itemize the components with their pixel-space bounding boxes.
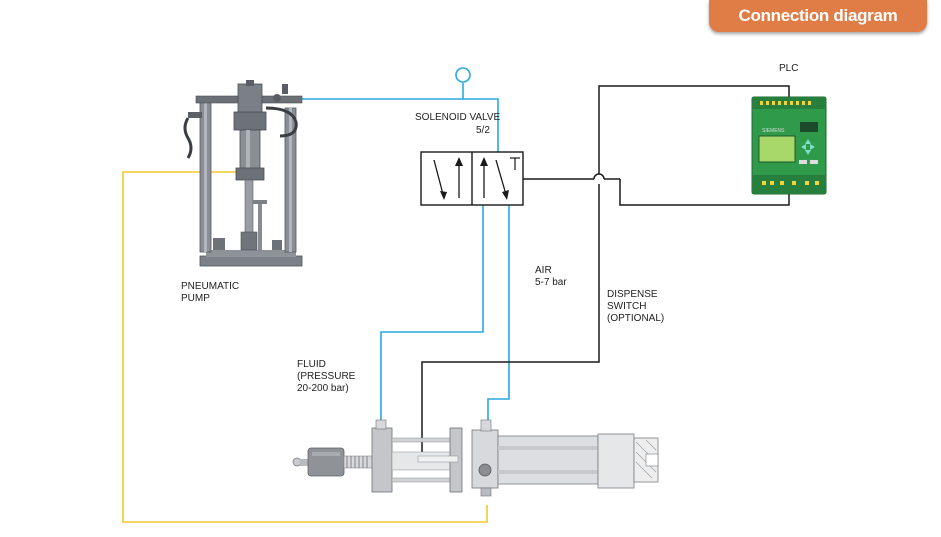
dispensing-cylinder-image <box>292 419 659 497</box>
plc-brand: SIEMENS <box>762 128 785 134</box>
pneumatic-pump-label-line2: PUMP <box>181 293 210 304</box>
solenoid-valve-type: 5/2 <box>476 125 490 136</box>
air-supply-lines <box>275 67 510 420</box>
dispense-switch-optional-label: (OPTIONAL) <box>607 313 664 324</box>
solenoid-valve-symbol <box>420 151 524 206</box>
plc-label: PLC <box>779 63 798 74</box>
pneumatic-pump-label: PNEUMATIC <box>181 281 239 292</box>
fluid-label: FLUID <box>297 359 326 370</box>
connection-diagram-tab: Connection diagram <box>709 0 927 32</box>
fluid-line <box>122 171 488 523</box>
pneumatic-pump-image <box>183 80 303 267</box>
air-label: AIR <box>535 265 552 276</box>
solenoid-valve-label: SOLENOID VALVE <box>415 112 501 123</box>
signal-lines <box>421 85 790 460</box>
dispense-switch-label: DISPENSE <box>607 289 658 300</box>
fluid-pressure-label: (PRESSURE <box>297 371 356 382</box>
fluid-pressure-range-label: 20-200 bar) <box>297 383 349 394</box>
plc-module-image: SIEMENS <box>751 96 827 195</box>
dispense-switch-label-line2: SWITCH <box>607 301 646 312</box>
air-pressure-label: 5-7 bar <box>535 277 567 288</box>
air-source-connector-icon <box>455 67 471 83</box>
